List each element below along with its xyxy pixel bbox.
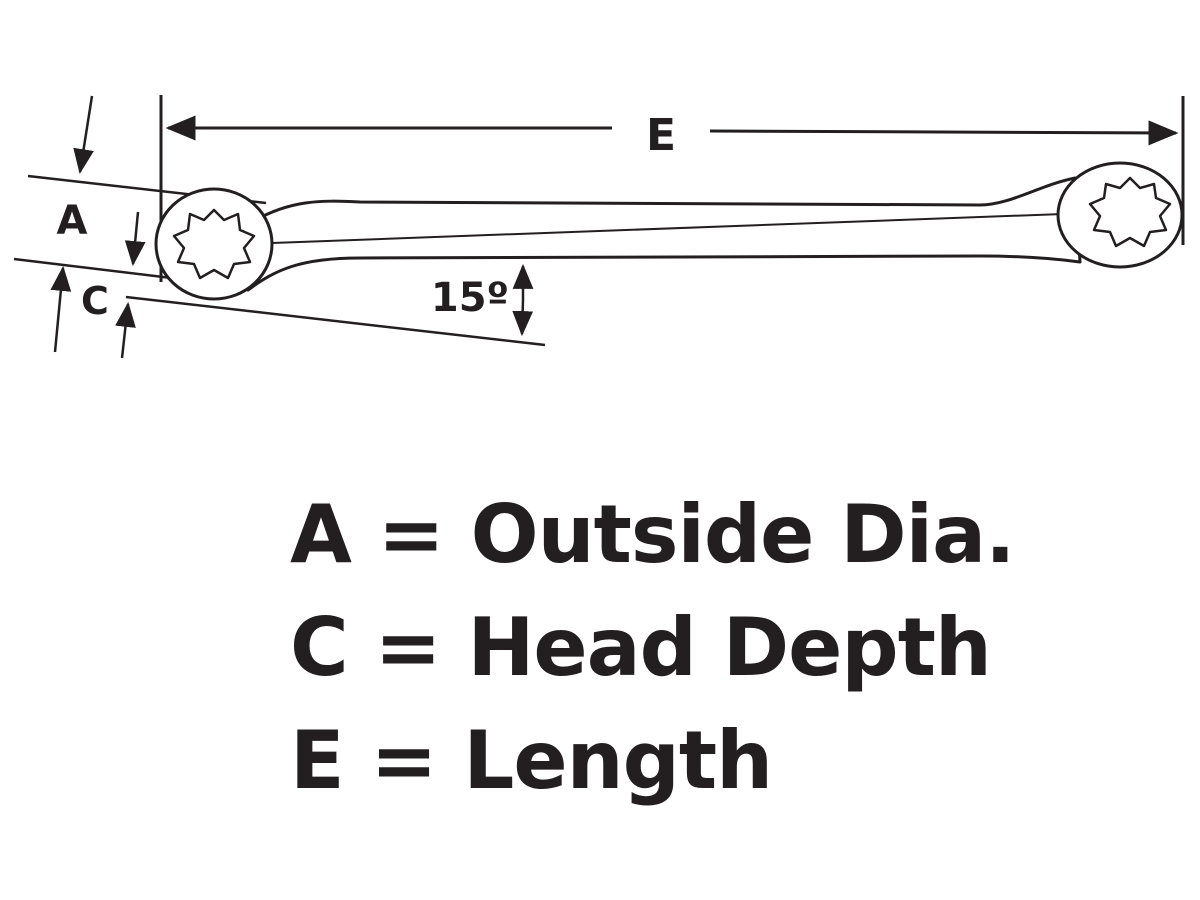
length-arrow-right <box>709 120 1179 146</box>
offset-box-wrench <box>154 161 1184 301</box>
depth-extension-bottom <box>125 295 546 347</box>
wrench-shaft-ridge <box>271 212 1091 244</box>
legend-outside-diameter: A = Outside Dia. <box>290 488 1015 581</box>
legend-head-depth: C = Head Depth <box>290 601 992 694</box>
wrench-shaft <box>246 176 1082 292</box>
angle-label: 15º <box>431 275 509 321</box>
legend-length: E = Length <box>290 714 773 807</box>
diameter-arrow-bottom <box>124 211 146 267</box>
length-label: E <box>646 110 676 161</box>
box-end-socket-left <box>172 208 256 280</box>
depth-arrow-left <box>50 265 72 353</box>
wrench-dimension-diagram: E A C 15º <box>13 95 1185 359</box>
angle-arrow-down <box>512 299 534 337</box>
depth-label: C <box>81 279 109 323</box>
length-dimension: E <box>159 95 1185 282</box>
box-end-socket-right <box>1088 176 1172 248</box>
depth-arrow-right <box>115 301 136 359</box>
head-depth-dimension: C <box>50 265 546 359</box>
dimension-legend: A = Outside Dia. C = Head Depth E = Leng… <box>290 478 1015 817</box>
offset-angle-dimension: 15º <box>431 263 534 337</box>
diameter-label: A <box>57 198 88 244</box>
diameter-arrow-top <box>73 95 94 175</box>
